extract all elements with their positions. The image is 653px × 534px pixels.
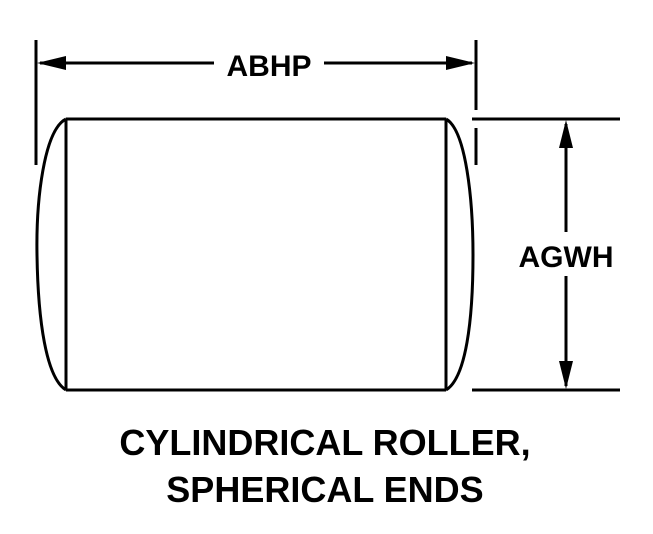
length-arrow-right	[446, 56, 475, 70]
length-dimension-label: ABHP	[226, 50, 311, 83]
caption-line-2: SPHERICAL ENDS	[166, 469, 483, 510]
height-dimension-label: AGWH	[519, 241, 614, 274]
length-arrow-left	[37, 56, 66, 70]
caption-line-1: CYLINDRICAL ROLLER,	[119, 422, 530, 463]
right-spherical-end	[445, 117, 475, 392]
height-arrow-down	[559, 361, 573, 389]
left-spherical-end	[35, 117, 67, 392]
height-arrow-up	[559, 120, 573, 148]
